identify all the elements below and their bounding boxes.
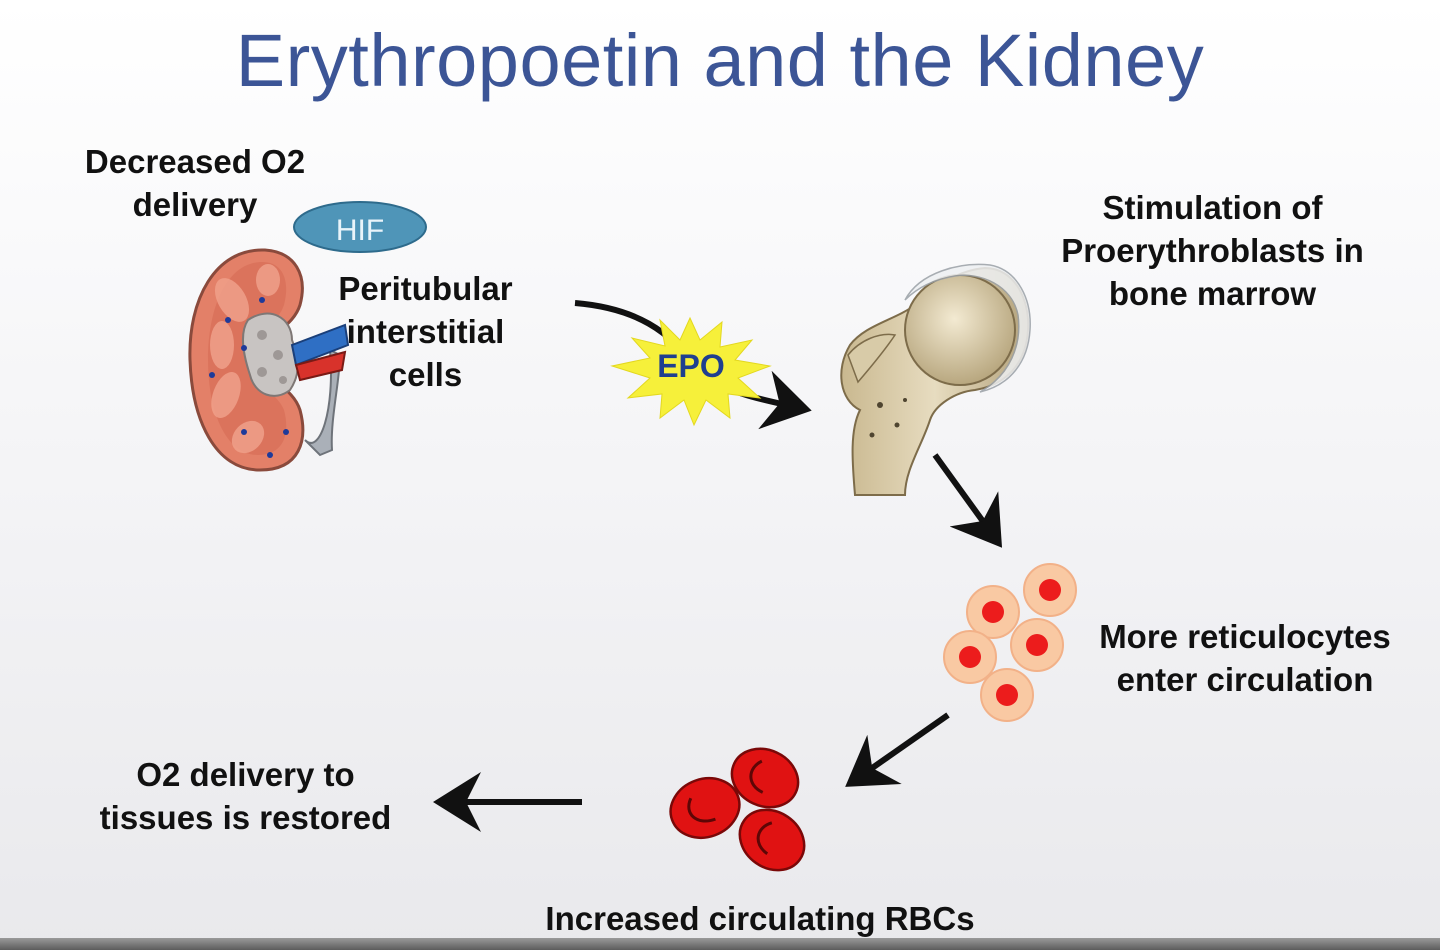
page-title: Erythropoetin and the Kidney (235, 19, 1205, 102)
increased-rbcs-label: Increased circulating RBCs (545, 900, 975, 937)
peritubular-cells-label: Peritubular interstitial cells (338, 270, 513, 393)
hif-oval (293, 201, 427, 253)
reticulocytes-to-rbc-arrow (845, 712, 950, 787)
epo-label: EPO (657, 348, 725, 384)
reticulocyte (943, 630, 997, 684)
epo-burst (610, 316, 772, 427)
reticulocyte (980, 668, 1034, 722)
femur-bone-illustration (840, 263, 1031, 496)
reticulocytes-label: More reticulocytes enter circulation (1099, 618, 1391, 698)
reticulocyte-cluster (943, 563, 1077, 722)
rbc-cluster (669, 747, 806, 872)
o2-restored-label: O2 delivery to tissues is restored (99, 756, 392, 836)
hif-label: HIF (336, 214, 384, 247)
stimulation-label: Stimulation of Proerythroblasts in bone … (1061, 189, 1364, 312)
rbc (669, 776, 741, 840)
reticulocyte (1010, 618, 1064, 672)
decreased-o2-label: Decreased O2 delivery (84, 143, 306, 223)
reticulocyte (966, 585, 1020, 639)
bottom-bar (0, 938, 1440, 950)
rbc (738, 808, 806, 872)
bone-to-reticulocytes-arrow (932, 453, 1003, 548)
rbc (730, 747, 800, 809)
kidney-illustration (188, 248, 350, 472)
reticulocyte (1023, 563, 1077, 617)
